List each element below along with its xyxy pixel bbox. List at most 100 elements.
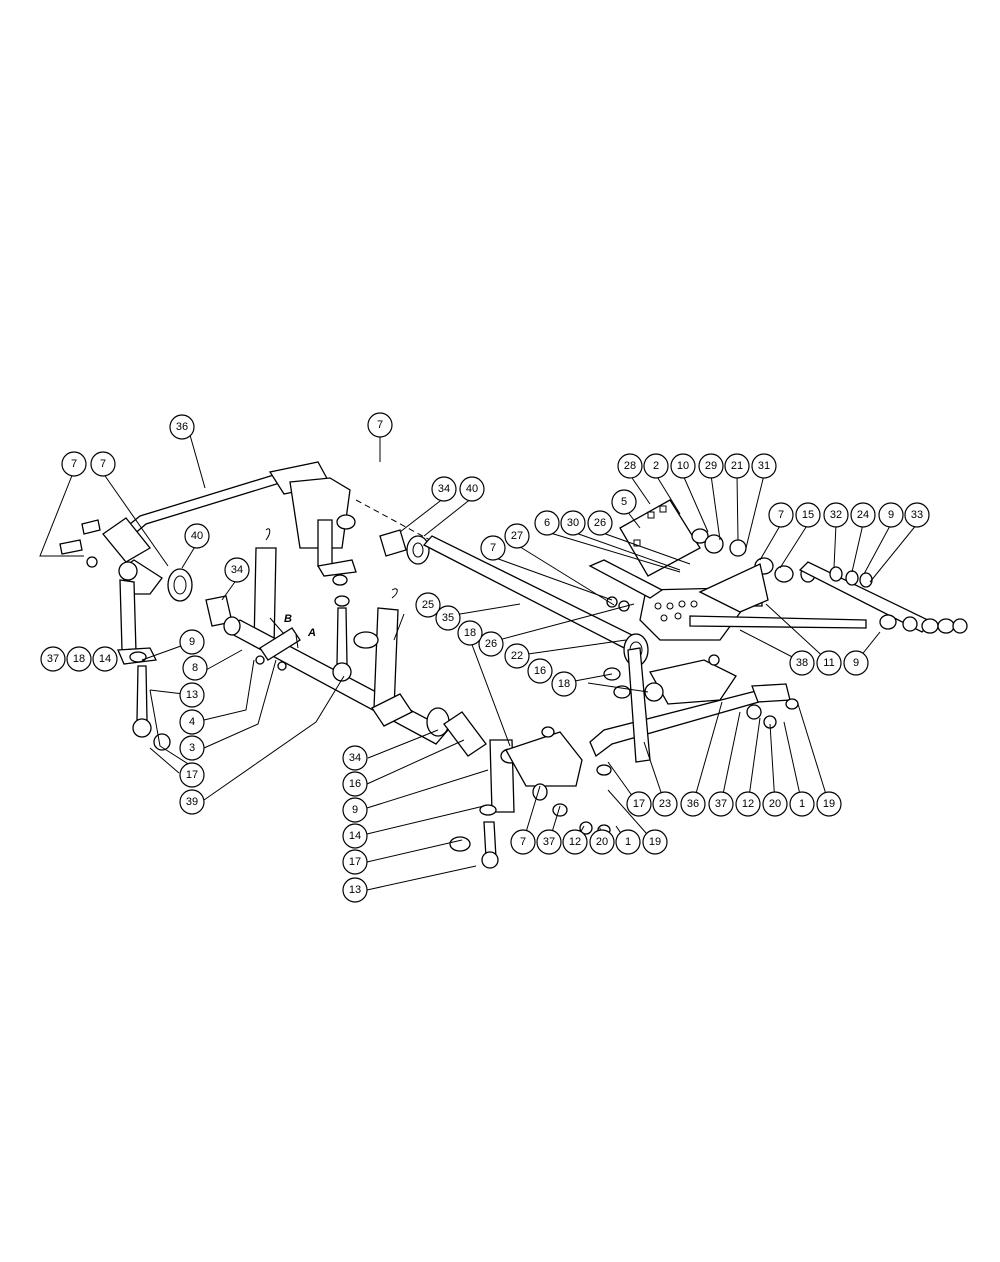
svg-text:3: 3 bbox=[189, 742, 195, 754]
svg-text:7: 7 bbox=[100, 458, 106, 470]
svg-text:10: 10 bbox=[677, 460, 689, 472]
svg-text:21: 21 bbox=[731, 460, 743, 472]
svg-text:20: 20 bbox=[596, 836, 608, 848]
svg-text:35: 35 bbox=[442, 612, 454, 624]
balloon-37: 37 bbox=[536, 829, 562, 855]
balloon-33: 33 bbox=[904, 502, 930, 528]
svg-text:34: 34 bbox=[349, 752, 361, 764]
balloon-32: 32 bbox=[823, 502, 849, 528]
svg-text:5: 5 bbox=[621, 496, 627, 508]
balloon-36: 36 bbox=[169, 414, 195, 440]
balloon-26: 26 bbox=[587, 510, 613, 536]
balloon-17: 17 bbox=[626, 791, 652, 817]
svg-text:9: 9 bbox=[853, 657, 859, 669]
balloon-5: 5 bbox=[611, 489, 637, 515]
svg-text:19: 19 bbox=[823, 798, 835, 810]
svg-text:31: 31 bbox=[758, 460, 770, 472]
svg-text:2: 2 bbox=[653, 460, 659, 472]
balloon-21: 21 bbox=[724, 453, 750, 479]
balloon-10: 10 bbox=[670, 453, 696, 479]
svg-text:13: 13 bbox=[349, 884, 361, 896]
svg-text:17: 17 bbox=[186, 769, 198, 781]
balloon-23: 23 bbox=[652, 791, 678, 817]
balloon-34: 34 bbox=[342, 745, 368, 771]
svg-text:9: 9 bbox=[888, 509, 894, 521]
callout-b: B bbox=[284, 613, 292, 625]
balloon-12: 12 bbox=[562, 829, 588, 855]
svg-text:16: 16 bbox=[534, 665, 546, 677]
svg-text:25: 25 bbox=[422, 599, 434, 611]
balloon-37: 37 bbox=[708, 791, 734, 817]
balloon-7: 7 bbox=[768, 502, 794, 528]
svg-text:26: 26 bbox=[594, 517, 606, 529]
svg-text:7: 7 bbox=[377, 419, 383, 431]
balloon-40: 40 bbox=[184, 523, 210, 549]
svg-text:29: 29 bbox=[705, 460, 717, 472]
svg-text:37: 37 bbox=[543, 836, 555, 848]
balloon-38: 38 bbox=[789, 650, 815, 676]
svg-text:36: 36 bbox=[176, 421, 188, 433]
svg-text:39: 39 bbox=[186, 796, 198, 808]
balloon-18: 18 bbox=[457, 620, 483, 646]
svg-text:7: 7 bbox=[778, 509, 784, 521]
svg-text:28: 28 bbox=[624, 460, 636, 472]
balloon-7: 7 bbox=[367, 412, 393, 438]
balloon-26: 26 bbox=[478, 631, 504, 657]
balloon-7: 7 bbox=[480, 535, 506, 561]
svg-text:7: 7 bbox=[490, 542, 496, 554]
svg-text:30: 30 bbox=[567, 517, 579, 529]
svg-text:34: 34 bbox=[231, 564, 243, 576]
balloon-1: 1 bbox=[615, 829, 641, 855]
svg-text:4: 4 bbox=[189, 716, 195, 728]
balloon-30: 30 bbox=[560, 510, 586, 536]
svg-text:8: 8 bbox=[192, 662, 198, 674]
svg-text:40: 40 bbox=[466, 483, 478, 495]
balloon-13: 13 bbox=[179, 682, 205, 708]
balloon-25: 25 bbox=[415, 592, 441, 618]
svg-text:26: 26 bbox=[485, 638, 497, 650]
balloon-9: 9 bbox=[179, 629, 205, 655]
balloon-9: 9 bbox=[878, 502, 904, 528]
mechanism-drawing bbox=[59, 461, 968, 869]
balloon-24: 24 bbox=[850, 502, 876, 528]
svg-text:1: 1 bbox=[625, 836, 631, 848]
svg-text:14: 14 bbox=[99, 653, 111, 665]
balloon-34: 34 bbox=[431, 476, 457, 502]
balloon-35: 35 bbox=[435, 605, 461, 631]
svg-text:14: 14 bbox=[349, 830, 361, 842]
balloon-17: 17 bbox=[342, 849, 368, 875]
balloon-11: 11 bbox=[816, 650, 842, 676]
balloon-3: 3 bbox=[179, 735, 205, 761]
svg-text:37: 37 bbox=[715, 798, 727, 810]
balloon-40: 40 bbox=[459, 476, 485, 502]
svg-text:12: 12 bbox=[569, 836, 581, 848]
callout-a: A bbox=[307, 627, 316, 639]
balloon-15: 15 bbox=[795, 502, 821, 528]
balloon-29: 29 bbox=[698, 453, 724, 479]
svg-text:11: 11 bbox=[823, 657, 834, 669]
svg-text:9: 9 bbox=[189, 636, 195, 648]
svg-text:18: 18 bbox=[558, 678, 570, 690]
balloon-12: 12 bbox=[735, 791, 761, 817]
balloon-8: 8 bbox=[182, 655, 208, 681]
svg-text:13: 13 bbox=[186, 689, 198, 701]
svg-text:20: 20 bbox=[769, 798, 781, 810]
balloon-16: 16 bbox=[342, 771, 368, 797]
balloon-37: 37 bbox=[40, 646, 66, 672]
svg-text:36: 36 bbox=[687, 798, 699, 810]
balloon-31: 31 bbox=[751, 453, 777, 479]
svg-text:40: 40 bbox=[191, 530, 203, 542]
svg-text:34: 34 bbox=[438, 483, 450, 495]
balloon-7: 7 bbox=[90, 451, 116, 477]
balloon-27: 27 bbox=[504, 523, 530, 549]
balloon-7: 7 bbox=[510, 829, 536, 855]
balloon-14: 14 bbox=[342, 823, 368, 849]
svg-text:15: 15 bbox=[802, 509, 814, 521]
balloon-13: 13 bbox=[342, 877, 368, 903]
balloon-20: 20 bbox=[762, 791, 788, 817]
svg-text:37: 37 bbox=[47, 653, 59, 665]
balloon-1: 1 bbox=[789, 791, 815, 817]
balloon-6: 6 bbox=[534, 510, 560, 536]
balloon-19: 19 bbox=[816, 791, 842, 817]
